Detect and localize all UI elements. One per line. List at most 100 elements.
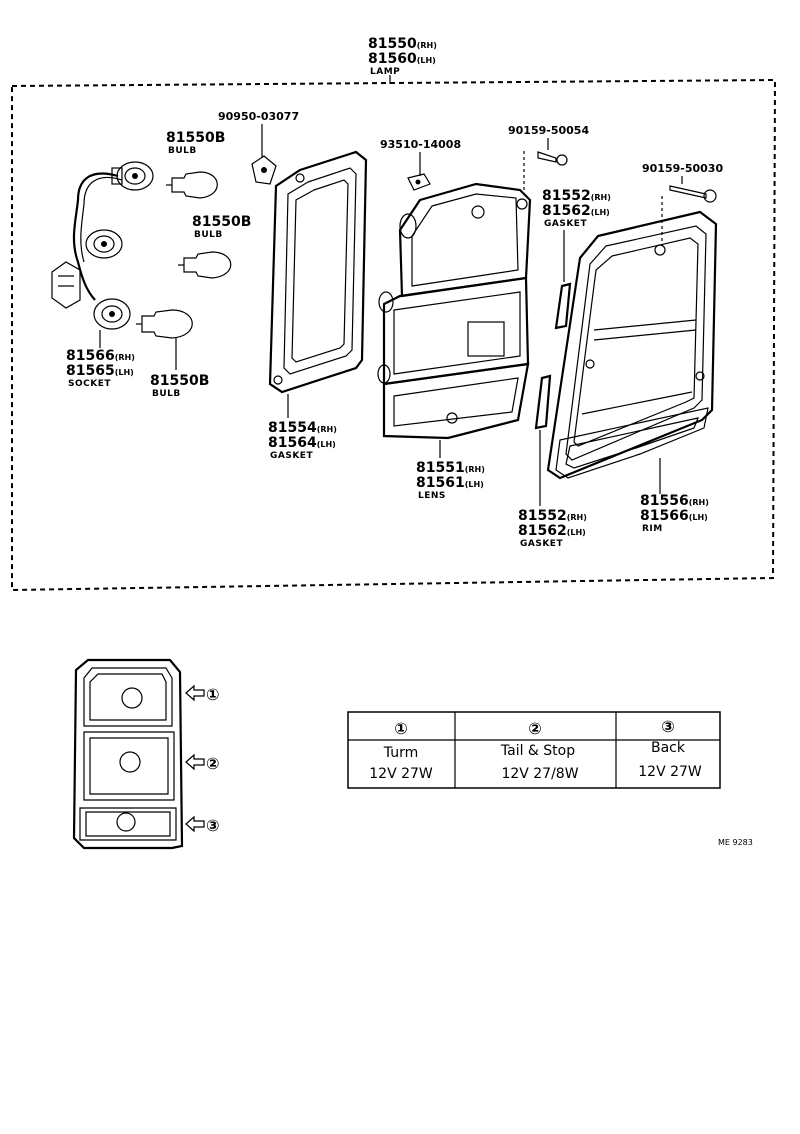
screw-mid: 93510-14008 [380,138,461,191]
assembly-caption: LAMP [370,67,400,77]
gasket-strip-upper-label: 81552(RH) 81562(LH) GASKET [542,188,611,229]
bulb-number-top: 81550B [166,130,225,146]
socket-harness [51,161,154,348]
rim-number-rh: 81556 [640,493,689,509]
svg-text:81552(RH): 81552(RH) [542,188,611,204]
bulb-label-bottom: 81550B BULB [150,373,209,399]
svg-text:81554(RH): 81554(RH) [268,420,337,436]
screw-number-top: 90950-03077 [218,110,299,123]
svg-text:81551(RH): 81551(RH) [416,460,485,476]
socket-number-lh: 81565 [66,363,115,379]
gasket-strip-lower-label: 81552(RH) 81562(LH) GASKET [518,508,587,549]
arrow-left-icon [185,753,205,771]
screw-clip-top: 90950-03077 [218,110,299,185]
bulb-label-middle: 81550B BULB [192,214,251,240]
wire-connector [51,261,81,309]
screw-number-right-1: 90159-50054 [508,124,589,137]
lens-caption: LENS [418,491,446,501]
svg-text:③: ③ [206,816,220,835]
legend-marker-1: ① [185,684,220,704]
legend-lamp-3 [116,812,136,832]
arrow-left-icon [185,684,205,702]
socket-suffix-lh: (LH) [115,368,134,377]
svg-text:81564(LH): 81564(LH) [268,435,336,451]
svg-text:81556(RH): 81556(RH) [640,493,709,509]
bulb-number-bottom: 81550B [150,373,209,389]
table-function-1: Turm [383,745,418,761]
table-spec-1: 12V 27W [369,766,433,782]
lens-suffix-rh: (RH) [465,465,485,474]
rim-suffix-rh: (RH) [689,498,709,507]
gasket-strip-lower [534,374,552,506]
lens-housing [377,150,532,458]
svg-text:81561(LH): 81561(LH) [416,475,484,491]
assembly-suffix-lh: (LH) [417,56,436,65]
legend-lamp-1 [121,687,143,709]
socket-bottom [93,298,131,330]
table-header-3: ③ [661,717,675,736]
socket-suffix-rh: (RH) [115,353,135,362]
table-spec-3: 12V 27W [638,764,702,780]
assembly-number-rh: 81550 [368,36,417,52]
gasket-frame-label: 81554(RH) 81564(LH) GASKET [268,420,337,461]
bulb-top [166,171,218,199]
rim-suffix-lh: (LH) [689,513,708,522]
table-column-3: ③ Back 12V 27W [638,717,702,780]
lens-label: 81551(RH) 81561(LH) LENS [416,460,485,501]
svg-text:81552(RH): 81552(RH) [518,508,587,524]
legend-lamp-2 [119,751,141,773]
socket-top [111,161,154,191]
bulb-caption-middle: BULB [194,230,223,240]
screw-right-2: 90159-50030 [642,162,723,244]
socket-number-rh: 81566 [66,348,115,364]
socket-caption: SOCKET [68,379,111,389]
gasket-lower-suffix-rh: (RH) [567,513,587,522]
assembly-number-lh: 81560 [368,51,417,67]
table-header-1: ① [394,719,408,738]
table-function-2: Tail & Stop [500,743,575,759]
assembly-suffix-rh: (RH) [417,41,437,50]
svg-text:81566(RH): 81566(RH) [66,348,135,364]
arrow-left-icon [185,815,205,833]
gasket-upper-caption: GASKET [544,219,587,229]
table-function-3: Back [651,740,686,756]
assembly-label: 81550(RH) 81560(LH) LAMP [368,36,437,84]
gasket-frame-number-lh: 81564 [268,435,317,451]
lens-suffix-lh: (LH) [465,480,484,489]
lens-number-rh: 81551 [416,460,465,476]
gasket-frame-caption: GASKET [270,451,313,461]
rim-label: 81556(RH) 81566(LH) RIM [640,493,709,534]
socket-label: 81566(RH) 81565(LH) SOCKET [66,348,135,389]
bulb-spec-table: ① Turm 12V 27W ② Tail & Stop 12V 27/8W ③… [347,711,721,789]
bulb-caption-top: BULB [168,146,197,156]
gasket-strip-upper [554,230,572,330]
bulb-caption-bottom: BULB [152,389,181,399]
gasket-upper-suffix-lh: (LH) [591,208,610,217]
gasket-frame-suffix-rh: (RH) [317,425,337,434]
svg-text:81562(LH): 81562(LH) [542,203,610,219]
lens-number-lh: 81561 [416,475,465,491]
reference-code: ME 9283 [718,838,753,847]
legend-marker-3: ③ [185,815,220,835]
screw-number-right-2: 90159-50030 [642,162,723,175]
lamp-position-legend: ① ② ③ [72,658,220,850]
gasket-upper-number-lh: 81562 [542,203,591,219]
svg-text:81566(LH): 81566(LH) [640,508,708,524]
legend-marker-2: ② [185,753,220,773]
screw-number-mid: 93510-14008 [380,138,461,151]
bulb-middle [178,251,232,279]
gasket-lower-number-rh: 81552 [518,508,567,524]
rim-number-lh: 81566 [640,508,689,524]
gasket-frame-suffix-lh: (LH) [317,440,336,449]
assembly-boundary [11,78,777,592]
rim-caption: RIM [642,524,663,534]
gasket-lower-caption: GASKET [520,539,563,549]
bulb-bottom [136,309,193,370]
gasket-upper-number-rh: 81552 [542,188,591,204]
rim [546,210,718,494]
svg-text:81565(LH): 81565(LH) [66,363,134,379]
screw-right-1: 90159-50054 [508,124,589,166]
bulb-label-top: 81550B BULB [166,130,225,156]
table-column-2: ② Tail & Stop 12V 27/8W [500,719,579,782]
